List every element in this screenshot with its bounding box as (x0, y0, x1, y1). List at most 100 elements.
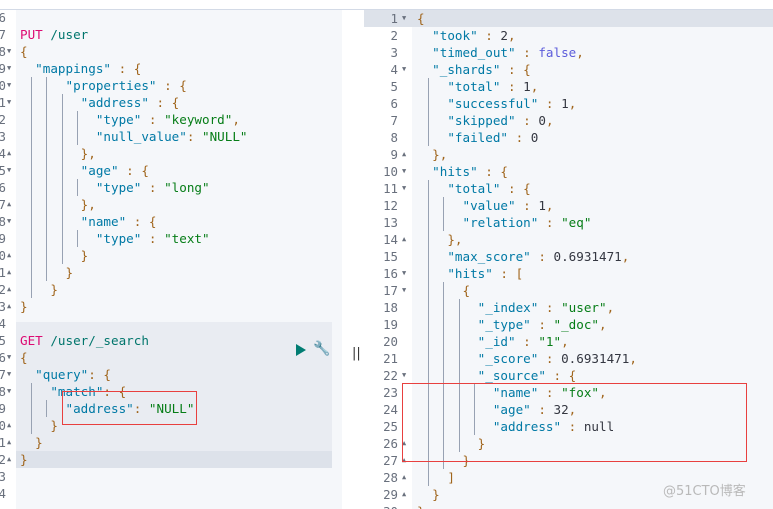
code-line: 5 "total" : 1, (364, 78, 773, 95)
code-token: "took" (432, 28, 478, 43)
fold-collapse-icon[interactable]: ▼ (402, 65, 407, 73)
code-token: , (621, 249, 630, 264)
code-token: , (629, 351, 637, 366)
code-token: : (538, 351, 562, 366)
fold-expand-icon[interactable]: ▲ (7, 268, 12, 276)
fold-expand-icon[interactable]: ▲ (7, 455, 12, 463)
code-token: "_source" (477, 368, 546, 383)
fold-collapse-icon[interactable]: ▼ (402, 371, 407, 379)
fold-collapse-icon[interactable]: ▼ (7, 166, 12, 174)
line-number: 13 (383, 215, 398, 230)
indent-guide (428, 265, 430, 282)
fold-collapse-icon[interactable]: ▼ (7, 370, 12, 378)
code-token: "_index" (477, 300, 539, 315)
fold-collapse-icon[interactable]: ▼ (7, 217, 12, 225)
fold-expand-icon[interactable]: ▲ (7, 200, 12, 208)
indent-guide (31, 213, 33, 230)
fold-expand-icon[interactable]: ▲ (402, 490, 407, 498)
fold-collapse-icon[interactable]: ▼ (402, 269, 407, 277)
line-number: 16 (383, 266, 398, 281)
code-line: 9 "type" : "text" (0, 230, 342, 247)
code-text: } (20, 281, 58, 298)
code-text: "age" : 32, (417, 401, 576, 418)
indent-guide (61, 94, 63, 111)
line-number: 1 (0, 435, 6, 450)
fold-expand-icon[interactable]: ▲ (402, 235, 407, 243)
fold-collapse-icon[interactable]: ▼ (7, 47, 12, 55)
code-line: 4 (0, 485, 342, 502)
indent-guide (46, 196, 48, 213)
fold-collapse-icon[interactable]: ▼ (402, 14, 407, 22)
fold-expand-icon[interactable]: ▲ (7, 438, 12, 446)
pane-resize-handle[interactable]: || (342, 10, 364, 509)
code-line: 9 "address": "NULL" (0, 400, 342, 417)
code-line: 2▲} (0, 451, 342, 468)
indent-guide (428, 316, 430, 333)
code-line: 6 (0, 10, 342, 26)
code-text: "_id" : "1", (417, 333, 569, 350)
code-text: } (20, 451, 28, 468)
fold-expand-icon[interactable]: ▲ (7, 149, 12, 157)
line-number: 9 (0, 61, 6, 76)
indent-guide (428, 367, 430, 384)
indent-guide (428, 197, 430, 214)
line-number: 23 (383, 385, 398, 400)
code-line: 13 "relation" : "eq" (364, 214, 773, 231)
code-line: 7 "skipped" : 0, (364, 112, 773, 129)
fold-expand-icon[interactable]: ▲ (7, 251, 12, 259)
code-line: 9▼ "mappings" : { (0, 60, 342, 77)
fold-expand-icon[interactable]: ▲ (7, 285, 12, 293)
code-token: } (477, 436, 486, 451)
fold-collapse-icon[interactable]: ▼ (402, 184, 407, 192)
play-icon[interactable] (296, 344, 306, 356)
fold-expand-icon[interactable]: ▲ (402, 150, 407, 158)
code-text: "address" : null (417, 418, 614, 435)
resize-grip-icon[interactable]: || (352, 346, 361, 361)
code-text: { (417, 10, 425, 27)
code-token: : (141, 231, 165, 246)
code-line: 4 (0, 315, 342, 332)
indent-guide (428, 112, 430, 129)
fold-expand-icon[interactable]: ▲ (402, 473, 407, 481)
fold-collapse-icon[interactable]: ▼ (7, 81, 12, 89)
code-token: : (515, 334, 539, 349)
code-line: 2 "took" : 2, (364, 27, 773, 44)
fold-collapse-icon[interactable]: ▼ (7, 98, 12, 106)
indent-guide (443, 214, 445, 231)
code-token: : (515, 45, 539, 60)
code-token: ] (447, 470, 455, 485)
code-token: , (599, 317, 607, 332)
fold-expand-icon[interactable]: ▲ (7, 421, 12, 429)
fold-expand-icon[interactable]: ▲ (402, 439, 407, 447)
indent-guide (428, 231, 430, 248)
code-token: "_type" (477, 317, 531, 332)
fold-collapse-icon[interactable]: ▼ (7, 387, 12, 395)
fold-collapse-icon[interactable]: ▼ (7, 353, 12, 361)
code-line: 7▲ }, (0, 196, 342, 213)
code-token: "type" (95, 231, 142, 246)
wrench-icon[interactable]: 🔧 (313, 341, 331, 357)
code-line: 1▼ "address" : { (0, 94, 342, 111)
fold-collapse-icon[interactable]: ▼ (402, 167, 407, 175)
code-token: "timed_out" (432, 45, 516, 60)
indent-guide (61, 162, 63, 179)
fold-collapse-icon[interactable]: ▼ (402, 286, 407, 294)
code-token: : { (500, 62, 531, 77)
code-token: : (538, 385, 562, 400)
code-token: "address" (80, 95, 149, 110)
fold-collapse-icon[interactable]: ▼ (7, 64, 12, 72)
fold-expand-icon[interactable]: ▲ (402, 456, 407, 464)
indent-guide (443, 384, 445, 401)
code-line: 27▲ } (364, 452, 773, 469)
code-text: "_type" : "_doc", (417, 316, 607, 333)
code-token: "total" (447, 79, 501, 94)
line-number: 19 (383, 317, 398, 332)
line-number: 20 (383, 334, 398, 349)
indent-guide (458, 316, 460, 333)
code-token: "keyword" (164, 112, 233, 127)
code-line: 11▼ "total" : { (364, 180, 773, 197)
fold-expand-icon[interactable]: ▲ (7, 302, 12, 310)
